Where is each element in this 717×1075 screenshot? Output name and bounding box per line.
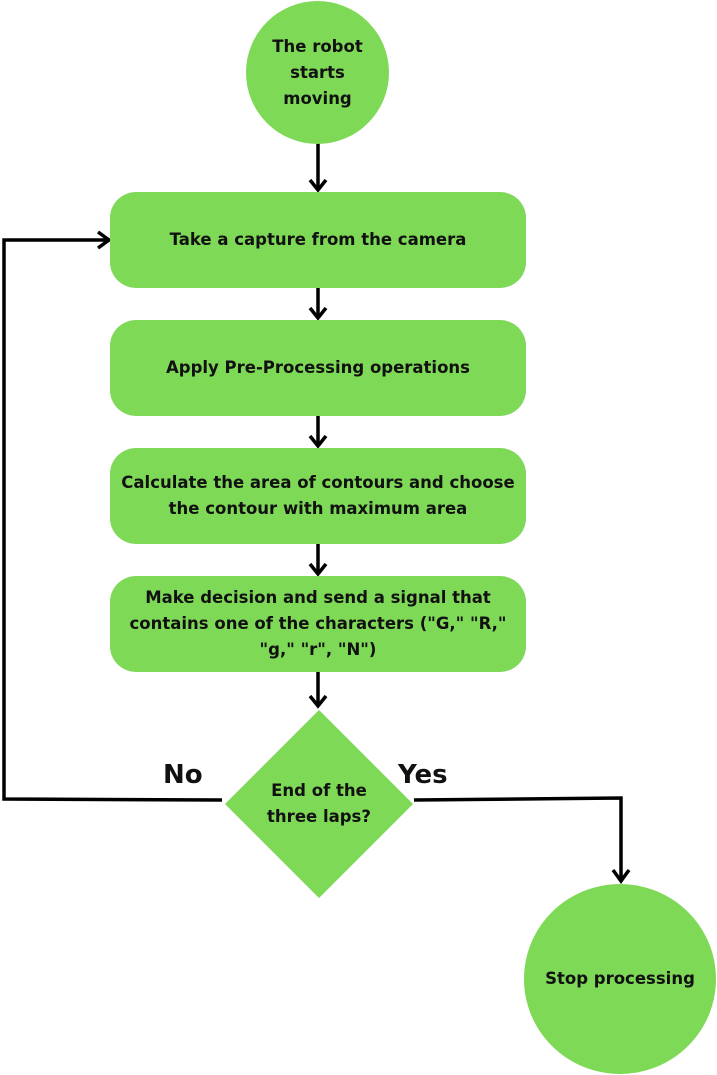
yes-path-line (413, 796, 623, 878)
contours-node: Calculate the area of contours and choos… (110, 448, 526, 544)
arrowhead-capture-to-preprocess (308, 306, 328, 321)
no-loop-line (2, 238, 223, 802)
arrowhead-decision-to-question (308, 694, 328, 709)
capture-node: Take a capture from the camera (110, 192, 526, 288)
branch-label-no: No (163, 760, 203, 790)
question-node: End of the three laps? (225, 710, 413, 898)
start-node-label: The robot starts moving (272, 36, 363, 108)
preprocess-node: Apply Pre-Processing operations (110, 320, 526, 416)
arrowhead-start-to-capture (308, 178, 328, 193)
decision-signal-node: Make decision and send a signal that con… (110, 576, 526, 672)
branch-label-yes: Yes (398, 760, 448, 790)
question-diamond-shape (225, 710, 413, 898)
arrowhead-yes-path (611, 868, 631, 884)
contours-node-label: Calculate the area of contours and choos… (121, 473, 515, 518)
capture-node-label: Take a capture from the camera (169, 230, 467, 249)
arrowhead-preprocess-to-contours (308, 434, 328, 449)
arrowhead-no-loop (96, 230, 112, 250)
decision-signal-node-label: Make decision and send a signal that con… (129, 588, 507, 659)
start-node: The robot starts moving (246, 1, 389, 144)
question-node-label: End of the three laps? (267, 781, 371, 826)
stop-node: Stop processing (524, 884, 716, 1074)
arrowhead-contours-to-decision (308, 562, 328, 577)
stop-node-label: Stop processing (545, 969, 695, 988)
preprocess-node-label: Apply Pre-Processing operations (165, 358, 470, 377)
